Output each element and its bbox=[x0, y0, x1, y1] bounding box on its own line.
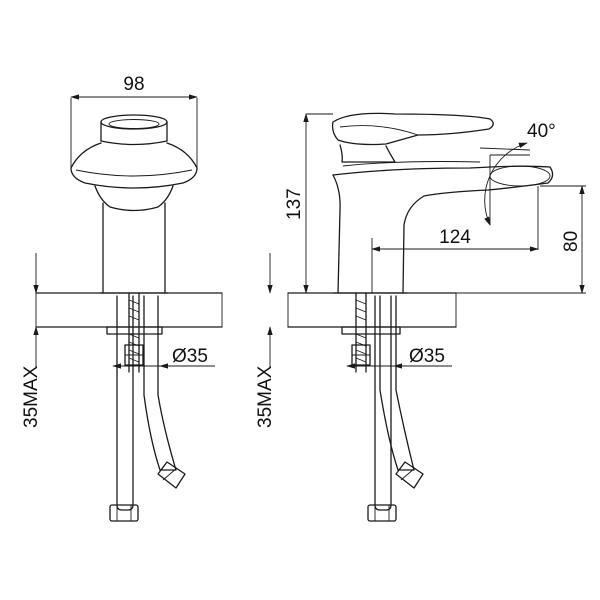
faucet-body-side bbox=[331, 112, 554, 294]
width-label: 98 bbox=[123, 74, 144, 95]
hose-right-side bbox=[379, 295, 424, 489]
countertop-section-side bbox=[287, 292, 457, 328]
countertop-section-front bbox=[35, 292, 223, 328]
dimension-spout-height-side: 80 bbox=[456, 185, 586, 294]
hole-diameter-label: Ø35 bbox=[172, 346, 208, 367]
hose-left-front bbox=[109, 295, 139, 522]
dimension-thickness-front: 35MAX bbox=[21, 253, 42, 428]
height-label: 137 bbox=[284, 188, 305, 220]
reach-label: 124 bbox=[439, 227, 471, 248]
hose-right-front bbox=[143, 295, 186, 489]
max-thickness-label-side: 35MAX bbox=[255, 365, 276, 428]
angle-label: 40° bbox=[527, 121, 556, 142]
spout-height-label: 80 bbox=[561, 231, 582, 252]
dimension-width-front: 98 bbox=[70, 74, 198, 168]
dimension-hole-side: Ø35 bbox=[346, 346, 452, 369]
dimension-reach-side: 124 bbox=[371, 186, 539, 293]
hole-diameter-label-side: Ø35 bbox=[409, 346, 445, 367]
hose-left-side bbox=[367, 295, 397, 522]
side-view: 137 40° 124 80 Ø35 bbox=[255, 112, 586, 522]
mounting-stud-side bbox=[341, 292, 401, 373]
mounting-stud-front bbox=[106, 292, 163, 373]
dimension-angle-side: 40° bbox=[479, 121, 556, 226]
max-thickness-label: 35MAX bbox=[21, 365, 42, 428]
front-view: 98 Ø35 35MAX bbox=[21, 74, 223, 522]
dimension-hole-front: Ø35 bbox=[112, 346, 215, 369]
faucet-body-front bbox=[70, 114, 198, 294]
dimension-thickness-side: 35MAX bbox=[255, 253, 276, 428]
dimension-height-side: 137 bbox=[284, 113, 333, 294]
